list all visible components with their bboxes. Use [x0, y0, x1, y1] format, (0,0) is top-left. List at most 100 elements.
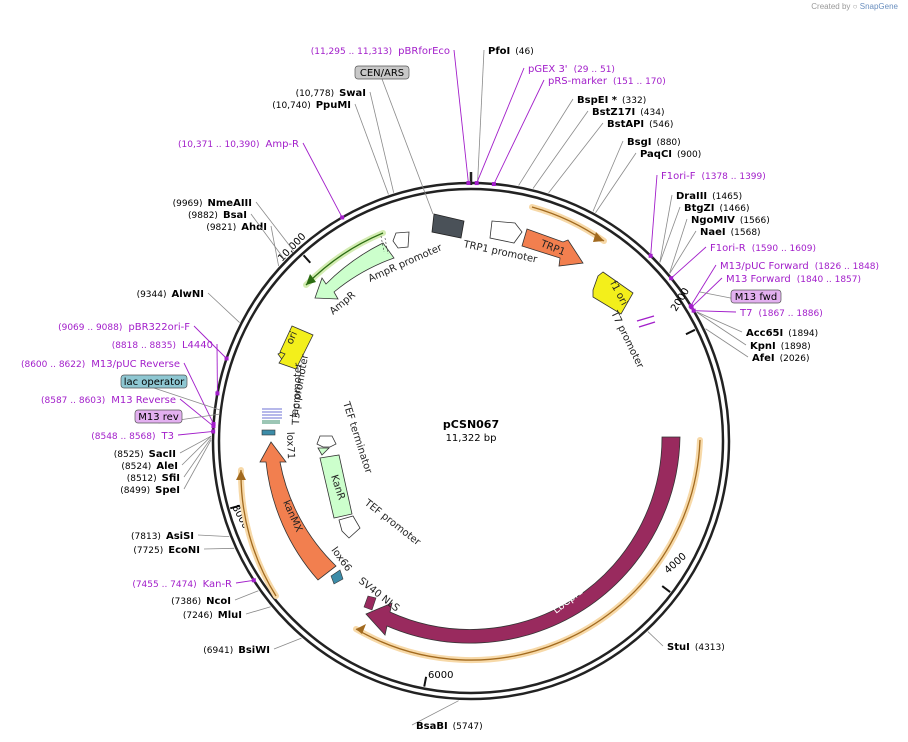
lbcpf1-shape[interactable] — [365, 436, 681, 644]
primer-name: pRS-marker — [548, 76, 608, 87]
enzyme-leader-line — [369, 91, 395, 193]
lox71-shape[interactable] — [261, 429, 276, 436]
enzyme-leader-line — [659, 206, 681, 263]
enzyme-leader-line — [245, 606, 271, 615]
enzyme-position: (9821) — [206, 223, 236, 233]
tef-promoter-shape[interactable] — [338, 515, 361, 539]
feature-label-t3-promoter[interactable]: T3 promoter — [291, 362, 304, 426]
f1-ori-shape[interactable] — [592, 271, 634, 315]
enzyme-name: AhdI — [241, 222, 267, 233]
enzyme-site-kpni[interactable]: KpnI(1898) — [750, 341, 811, 352]
feature-label-lox66[interactable]: lox66 — [329, 545, 354, 573]
tick-mark-6000 — [423, 676, 428, 687]
enzyme-site-alwni[interactable]: (9344)AlwNI — [137, 289, 204, 300]
ampr-promoter-shape[interactable] — [392, 231, 410, 249]
primer-leader-line — [493, 79, 545, 185]
enzyme-site-bsiwi[interactable]: (6941)BsiWI — [203, 645, 270, 656]
lox66-shape[interactable] — [330, 569, 344, 585]
enzyme-name: SpeI — [155, 485, 180, 496]
feature-box-lac-operator[interactable] — [120, 374, 188, 389]
feature-box-m13-rev[interactable] — [134, 409, 183, 424]
enzyme-leader-line — [411, 700, 459, 726]
primer-f1ori-r[interactable]: F1ori-R(1590 .. 1609) — [710, 243, 816, 254]
feature-box-m13-fwd[interactable] — [730, 289, 782, 304]
primer-name: Kan-R — [203, 579, 232, 590]
enzyme-site-pfoi[interactable]: PfoI(46) — [488, 46, 534, 57]
enzyme-site-ncoi[interactable]: (7386)NcoI — [171, 596, 231, 607]
enzyme-site-bsabi[interactable]: BsaBI(5747) — [416, 721, 483, 732]
primer-t7[interactable]: T7(1867 .. 1886) — [739, 308, 823, 319]
sv40-nls-shape[interactable] — [363, 595, 377, 611]
enzyme-leader-line — [696, 312, 747, 346]
primer-pbrforeco[interactable]: (11,295 .. 11,313)pBRforEco — [311, 46, 450, 57]
enzyme-site-ngomiv[interactable]: NgoMIV(1566) — [691, 215, 770, 226]
enzyme-site-bstz17i[interactable]: BstZ17I(434) — [592, 107, 664, 118]
primer-prs-marker[interactable]: pRS-marker(151 .. 170) — [548, 76, 666, 87]
kanmx-shape[interactable] — [259, 441, 337, 581]
primer-m13-puc-forward[interactable]: M13/pUC Forward(1826 .. 1848) — [720, 261, 879, 272]
tef-terminator-shape[interactable] — [316, 435, 337, 448]
enzyme-site-bsgi[interactable]: BsgI(880) — [627, 137, 681, 148]
primer-f1ori-f[interactable]: F1ori-F(1378 .. 1399) — [661, 171, 766, 182]
primer-name: T7 — [739, 308, 752, 319]
primer-leader-line — [650, 174, 658, 256]
enzyme-site-draiii[interactable]: DraIII(1465) — [676, 191, 742, 202]
enzyme-site-bstapi[interactable]: BstAPI(546) — [607, 119, 673, 130]
feature-leader-line — [381, 78, 434, 215]
primer-position: (8548 .. 8568) — [91, 432, 155, 442]
feature-box-label: M13 fwd — [735, 292, 777, 303]
primer-kan-r[interactable]: (7455 .. 7474)Kan-R — [132, 579, 232, 590]
enzyme-site-bsai[interactable]: (9882)BsaI — [188, 210, 247, 221]
feature-label-ori[interactable]: ori — [285, 330, 300, 346]
primer-m13-forward[interactable]: M13 Forward(1840 .. 1857) — [726, 274, 861, 285]
feature-label-tef-promoter[interactable]: TEF promoter — [361, 497, 423, 549]
feature-box-cen-ars[interactable] — [354, 65, 410, 80]
primer-leader-line — [453, 49, 469, 184]
ampr-shape[interactable] — [314, 242, 395, 300]
enzyme-position: (2026) — [780, 354, 810, 364]
enzyme-site-nmeaiii[interactable]: (9969)NmeAIII — [173, 198, 252, 209]
primer-l4440[interactable]: (8818 .. 8835)L4440 — [112, 340, 213, 351]
cen-ars-block[interactable] — [431, 213, 465, 239]
tick-mark-2000 — [685, 328, 696, 336]
enzyme-site-bspei[interactable]: BspEI *(332) — [577, 95, 646, 106]
enzyme-site-econi[interactable]: (7725)EcoNI — [133, 545, 200, 556]
primer-leader-line — [183, 362, 214, 425]
primer-name: pBRforEco — [398, 46, 450, 57]
enzyme-site-alei[interactable]: (8524)AleI — [121, 461, 178, 472]
enzyme-site-mlui[interactable]: (7246)MluI — [183, 610, 242, 621]
enzyme-site-sacii[interactable]: (8525)SacII — [114, 449, 176, 460]
enzyme-site-swai[interactable]: (10,778)SwaI — [296, 88, 366, 99]
primer-pbr322ori-f[interactable]: (9069 .. 9088)pBR322ori-F — [58, 322, 190, 333]
enzyme-position: (546) — [649, 120, 673, 130]
primer-name: L4440 — [182, 340, 213, 351]
enzyme-site-asisi[interactable]: (7813)AsiSI — [131, 531, 194, 542]
feature-label-t7-promoter[interactable]: T7 promoter — [608, 309, 646, 371]
primer-site-marker — [466, 181, 471, 186]
enzyme-site-acc65i[interactable]: Acc65I(1894) — [746, 328, 818, 339]
primer-m13-reverse[interactable]: (8587 .. 8603)M13 Reverse — [41, 395, 176, 406]
enzyme-site-spei[interactable]: (8499)SpeI — [120, 485, 180, 496]
enzyme-site-paqci[interactable]: PaqCI(900) — [640, 149, 701, 160]
enzyme-position: (10,740) — [272, 101, 311, 111]
trp1-promoter-shape[interactable] — [489, 220, 523, 244]
primer-t3[interactable]: (8548 .. 8568)T3 — [91, 431, 174, 442]
primer-leader-line — [179, 398, 214, 427]
primer-m13-puc-reverse[interactable]: (8600 .. 8622)M13/pUC Reverse — [21, 359, 180, 370]
enzyme-site-sfii[interactable]: (8512)SfiI — [127, 473, 180, 484]
enzyme-site-ahdi[interactable]: (9821) AhdI — [206, 222, 267, 233]
feature-label-lox71[interactable]: lox71 — [284, 432, 296, 460]
enzyme-name: SfiI — [162, 473, 180, 484]
enzyme-site-stui[interactable]: StuI(4313) — [667, 642, 725, 653]
enzyme-site-btgzi[interactable]: BtgZI(1466) — [684, 203, 749, 214]
enzyme-site-ppumi[interactable]: (10,740)PpuMI — [272, 100, 351, 111]
enzyme-name: AlwNI — [172, 289, 205, 300]
primer-amp-r[interactable]: (10,371 .. 10,390)Amp-R — [178, 139, 299, 150]
enzyme-site-naei[interactable]: NaeI(1568) — [700, 227, 761, 238]
feature-label-tef-terminator[interactable]: TEF terminator — [340, 400, 374, 476]
tick-mark-8000 — [229, 504, 241, 510]
primer-pgex-3[interactable]: pGEX 3'(29 .. 51) — [528, 64, 615, 75]
trp1-shape[interactable] — [521, 228, 584, 267]
kanr-shape[interactable] — [319, 454, 353, 519]
enzyme-site-afei[interactable]: AfeI(2026) — [752, 353, 810, 364]
